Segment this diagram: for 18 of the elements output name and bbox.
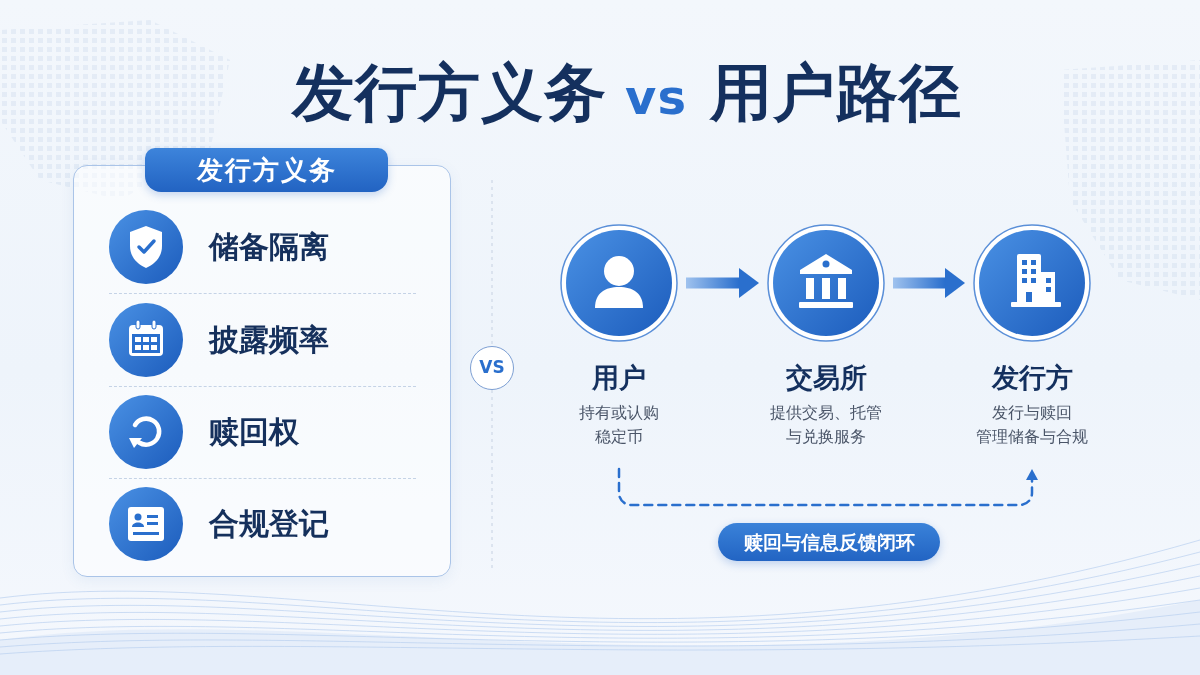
step-title: 用户	[591, 361, 647, 395]
step-description: 管理储备与合规	[975, 426, 1089, 448]
step-description: 持有或认购稳定币	[578, 402, 660, 448]
step-description: 提供交易、托管与兑换服务	[769, 402, 883, 448]
obligation-label: 合规登记	[209, 505, 329, 543]
feedback-loop-tag: 赎回与信息反馈闭环	[718, 523, 940, 561]
arrow	[686, 268, 759, 298]
obligation-label: 储备隔离	[209, 228, 329, 266]
step-title: 发行方	[990, 361, 1074, 395]
dashed-arrow	[617, 467, 1038, 507]
obligation-label: 披露频率	[209, 321, 329, 359]
title: 发行方义务 vs 用户路径	[290, 55, 963, 131]
obligation-label: 赎回权	[209, 413, 299, 451]
panel-header-tab: 发行方义务	[145, 148, 388, 192]
vs-badge: VS	[470, 346, 514, 390]
step-description: 发行与赎回	[991, 402, 1073, 424]
step-title: 交易所	[784, 361, 868, 395]
arrow	[893, 268, 965, 298]
